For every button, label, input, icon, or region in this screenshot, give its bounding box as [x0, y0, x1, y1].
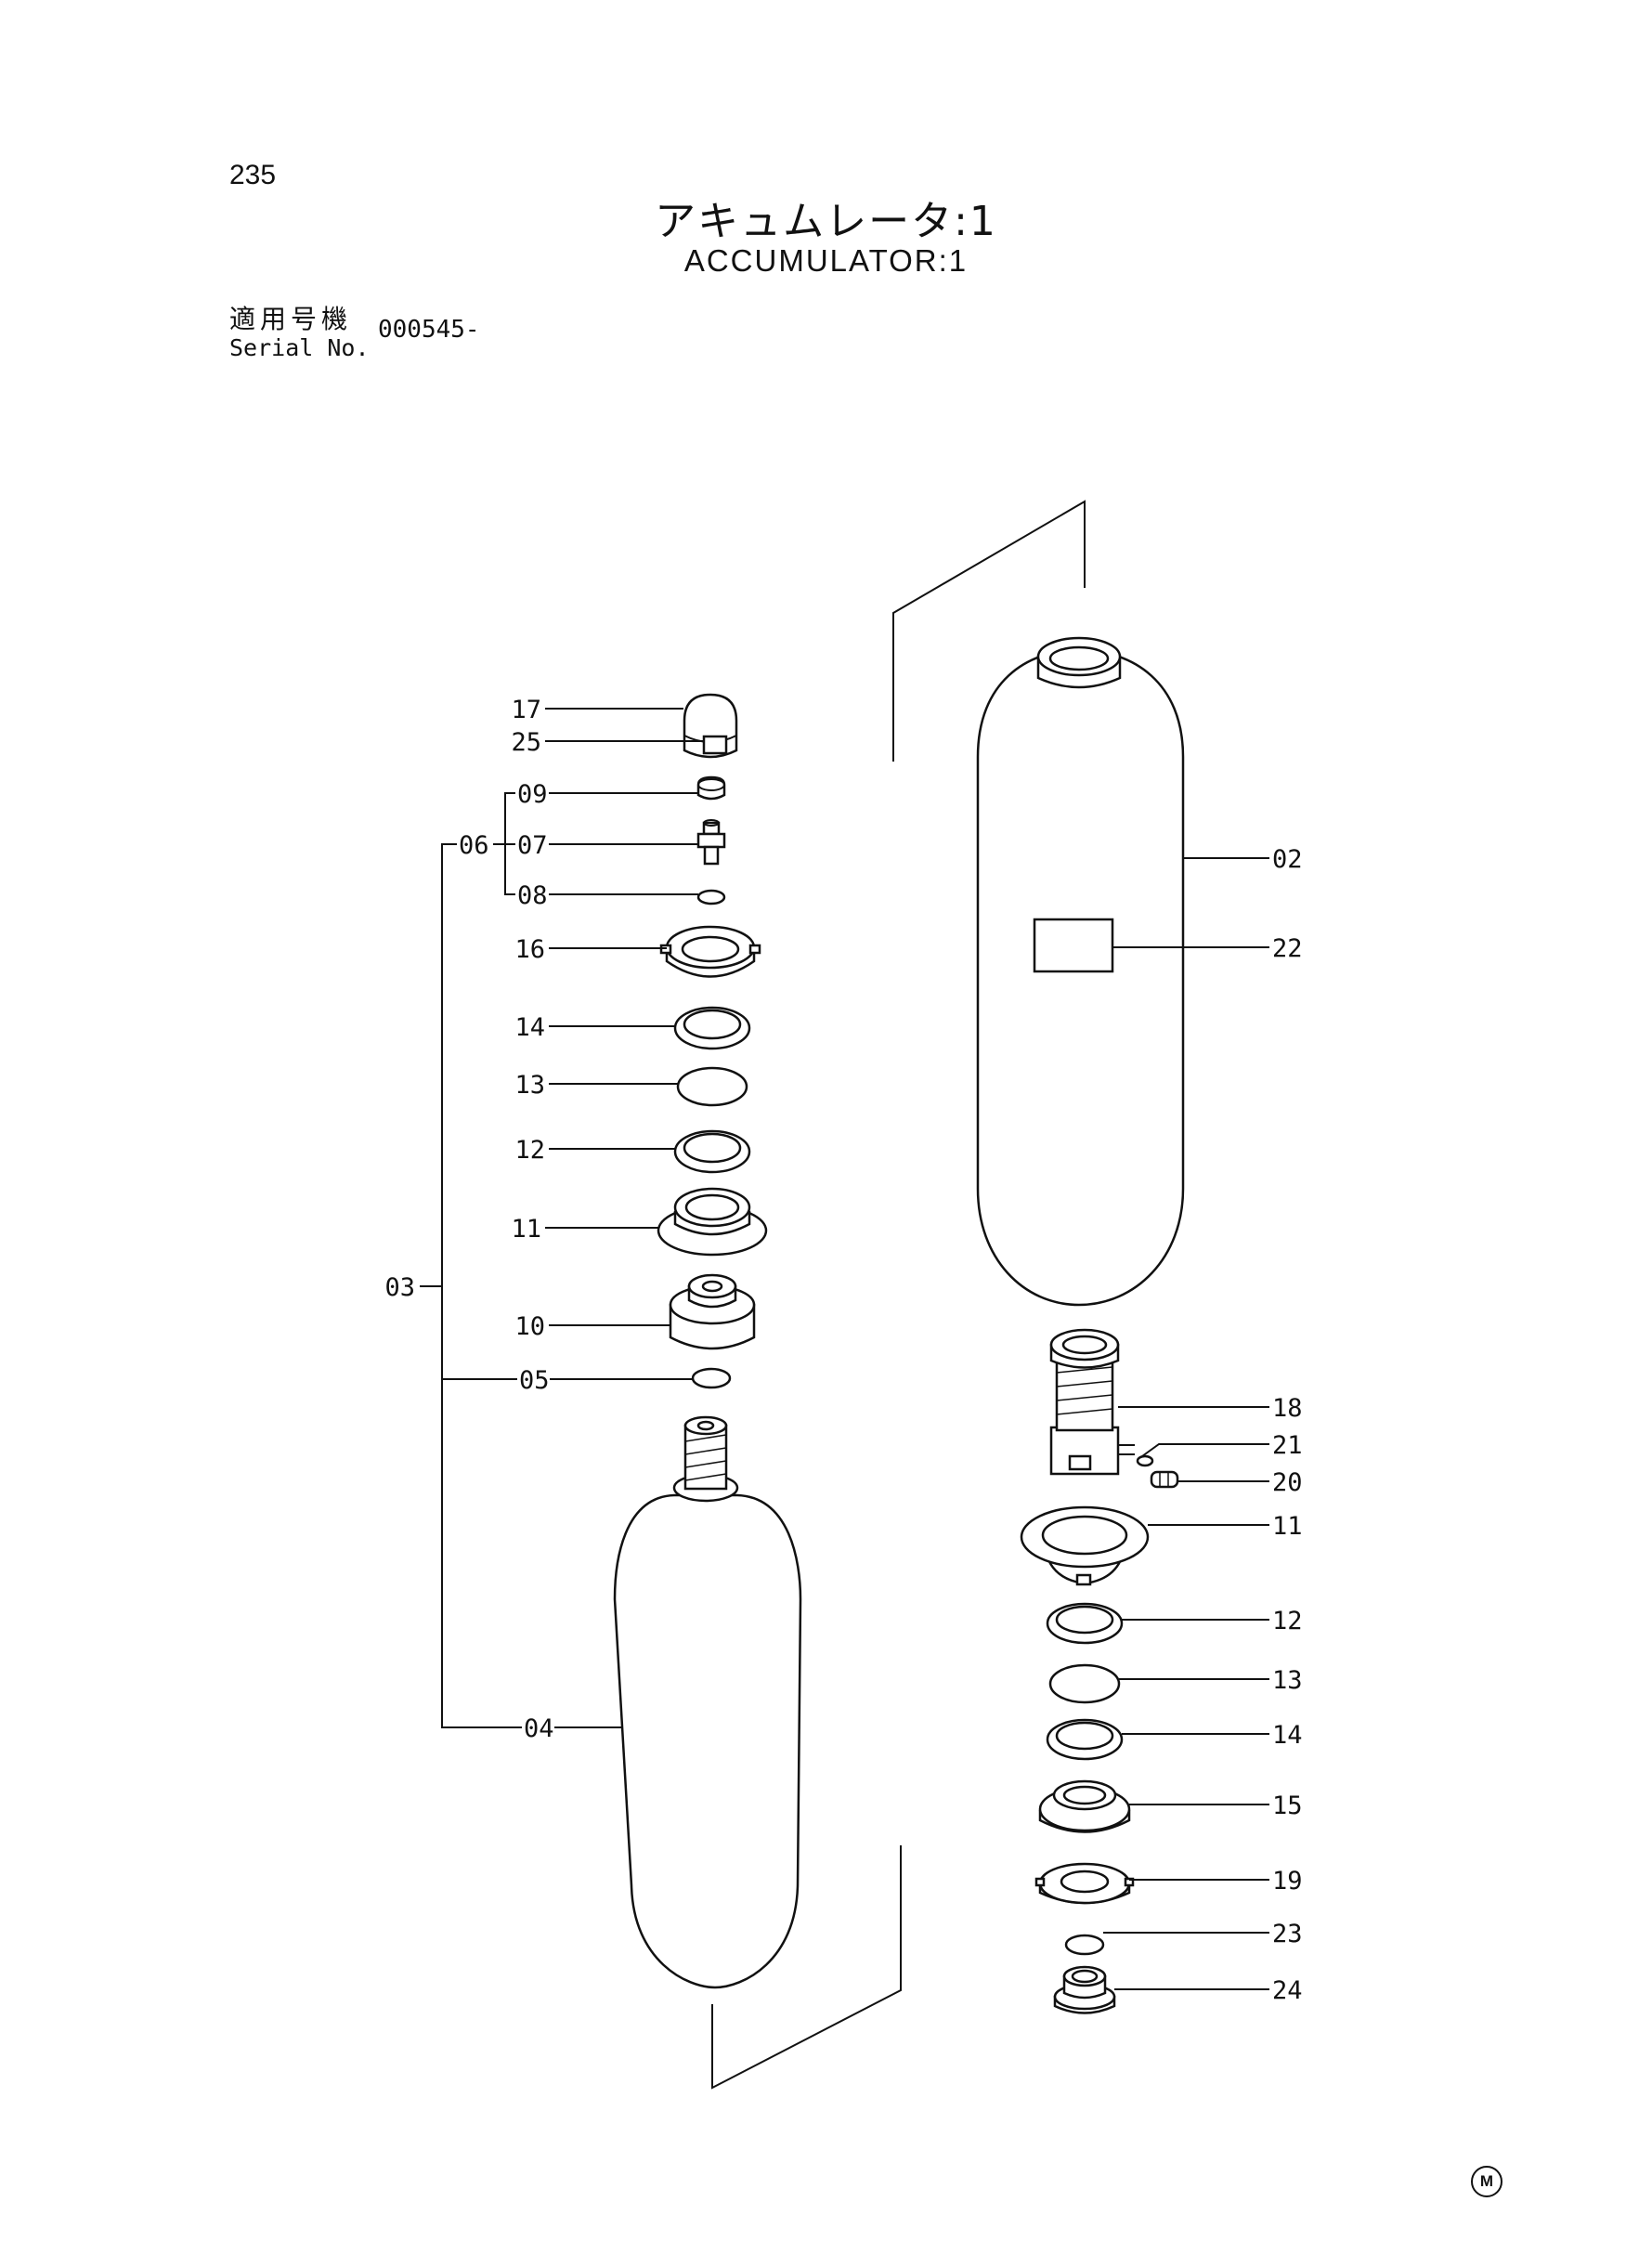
callout-21: 21: [1272, 1431, 1303, 1460]
part-24-cap-nut: [1053, 1965, 1116, 2014]
callout-12: 12: [514, 1136, 545, 1165]
part-11-flange: [657, 1187, 768, 1257]
part-11-flange-right: [1020, 1505, 1150, 1586]
callout-03: 03: [384, 1273, 415, 1302]
callout-13-right: 13: [1272, 1666, 1303, 1695]
callout-09: 09: [517, 780, 548, 809]
part-10-plug: [669, 1273, 756, 1350]
callout-10: 10: [514, 1312, 545, 1341]
part-13-o-ring: [676, 1066, 748, 1107]
callout-20: 20: [1272, 1468, 1303, 1497]
callout-12-right: 12: [1272, 1607, 1303, 1635]
break-lines: [711, 500, 1086, 2090]
callout-24: 24: [1272, 1976, 1303, 2005]
part-20-plug: [1150, 1470, 1179, 1489]
serial-label-jp: 適用号機: [229, 304, 353, 334]
part-07-valve-core: [696, 819, 726, 866]
part-15-nut: [1038, 1779, 1131, 1833]
callout-11: 11: [511, 1215, 541, 1244]
callout-07: 07: [517, 831, 548, 860]
callout-labels: 17 25 09 06 07 08 16 14 13 12 11 03 10 0…: [384, 696, 1302, 2005]
callout-05: 05: [519, 1366, 550, 1395]
serial-value: 000545-: [378, 316, 480, 344]
callout-17: 17: [511, 696, 541, 724]
callout-13: 13: [514, 1071, 545, 1100]
part-22-nameplate: [1033, 918, 1114, 973]
part-18-valve-body: [1049, 1328, 1135, 1476]
break-line-bottom: [711, 1845, 902, 2090]
callout-18: 18: [1272, 1394, 1303, 1423]
part-08-o-ring: [696, 889, 726, 905]
callout-14: 14: [514, 1013, 545, 1042]
part-25-label-icon: [702, 735, 728, 755]
callout-08: 08: [517, 881, 548, 910]
callout-22: 22: [1272, 934, 1303, 963]
callout-04: 04: [524, 1714, 554, 1743]
part-02-shell: [976, 636, 1185, 1307]
callout-25: 25: [511, 728, 541, 757]
part-16-nut: [659, 925, 761, 978]
callout-23: 23: [1272, 1920, 1303, 1948]
part-23-o-ring: [1064, 1934, 1105, 1956]
callout-11-right: 11: [1272, 1512, 1303, 1541]
callout-16: 16: [514, 935, 545, 964]
part-14-ring: [673, 1006, 751, 1050]
part-17-cap: [683, 693, 738, 759]
callout-14-right: 14: [1272, 1721, 1303, 1750]
bracket-03: [441, 843, 522, 1728]
part-21-o-ring: [1136, 1454, 1154, 1467]
page-title-en: ACCUMULATOR:1: [683, 243, 969, 278]
page-number: 235: [229, 160, 277, 190]
registered-mark-icon: M: [1471, 2166, 1502, 2197]
part-05-o-ring: [691, 1367, 732, 1389]
callout-15: 15: [1272, 1791, 1303, 1820]
break-line-top: [892, 500, 1086, 762]
leader-lines: [545, 708, 1269, 1990]
callout-02: 02: [1272, 845, 1303, 874]
callout-06: 06: [459, 831, 489, 860]
serial-label-en: Serial No.: [229, 334, 370, 361]
part-12-ring-right: [1046, 1602, 1124, 1645]
page-title-jp: アキュムレータ:1: [655, 198, 997, 245]
assembly-brackets: [420, 792, 522, 1728]
callout-19: 19: [1272, 1867, 1303, 1896]
part-13-o-ring-right: [1048, 1663, 1121, 1704]
part-19-ring-nut: [1034, 1862, 1135, 1905]
part-09-washer: [696, 775, 726, 801]
part-12-ring: [673, 1129, 751, 1174]
part-14-ring-right: [1046, 1718, 1124, 1761]
part-04-bladder: [613, 1415, 802, 1989]
